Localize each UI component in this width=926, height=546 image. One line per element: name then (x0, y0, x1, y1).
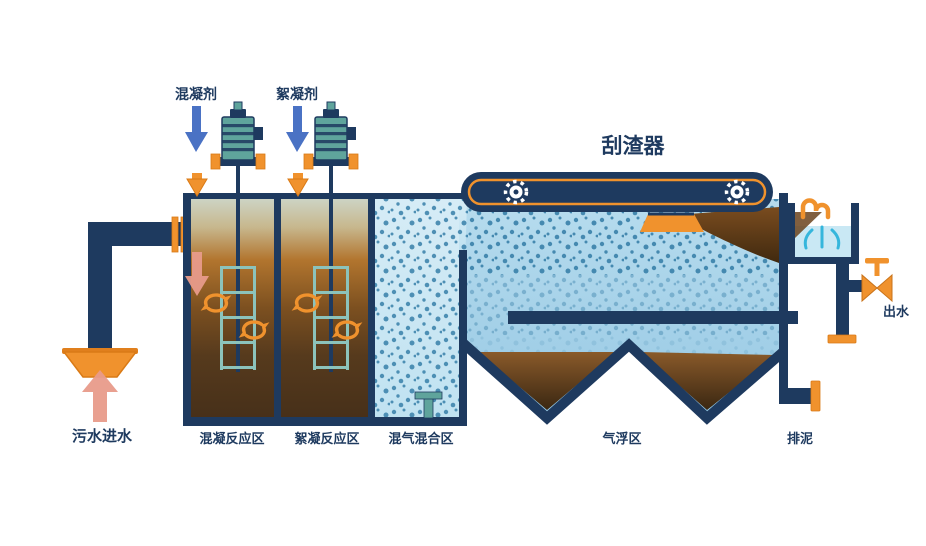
label-inflow: 污水进水 (72, 427, 133, 445)
scraper-gear-right (724, 179, 750, 205)
collection-trough (788, 198, 859, 264)
sludge-pipe (786, 380, 821, 412)
label-zone-flocculation: 絮凝反应区 (294, 431, 359, 446)
tank-walls (183, 193, 788, 426)
hopper-walls (459, 338, 787, 425)
outlet-pipe (827, 264, 863, 344)
label-flocculant: 絮凝剂 (276, 86, 318, 102)
mixing-zone-bubbles (375, 199, 467, 417)
water-splash-icon (803, 225, 841, 250)
label-zone-air-mixing: 混气混合区 (388, 431, 453, 446)
inlet-funnel (62, 348, 138, 378)
scum-layer (689, 207, 779, 263)
label-sludge-out: 排泥 (787, 431, 813, 446)
coagulant-arrow (185, 106, 208, 152)
label-scraper: 刮渣器 (602, 134, 666, 158)
label-zone-coagulation: 混凝反应区 (199, 431, 264, 446)
tank1-inflow-arrow (185, 252, 209, 296)
feed-cone-1 (186, 173, 208, 197)
feed-cone-2 (287, 173, 309, 197)
air-nozzle (414, 391, 443, 419)
sludge-hopper-left (478, 352, 616, 410)
scraper-blade (640, 212, 704, 232)
scraper-gear-left (503, 179, 529, 205)
label-water-out: 出水 (883, 304, 910, 319)
inflow-arrow (82, 370, 118, 422)
outlet-valve (861, 258, 893, 303)
label-coagulant: 混凝剂 (175, 86, 217, 102)
label-zone-flotation: 气浮区 (602, 431, 641, 446)
distribution-pipe (508, 311, 798, 324)
sludge-hopper-right (641, 352, 776, 410)
inlet-pipe (88, 222, 188, 355)
overflow-pipe-icon (800, 198, 831, 220)
scraper-belt (461, 172, 773, 212)
flocculant-arrow (286, 106, 309, 152)
